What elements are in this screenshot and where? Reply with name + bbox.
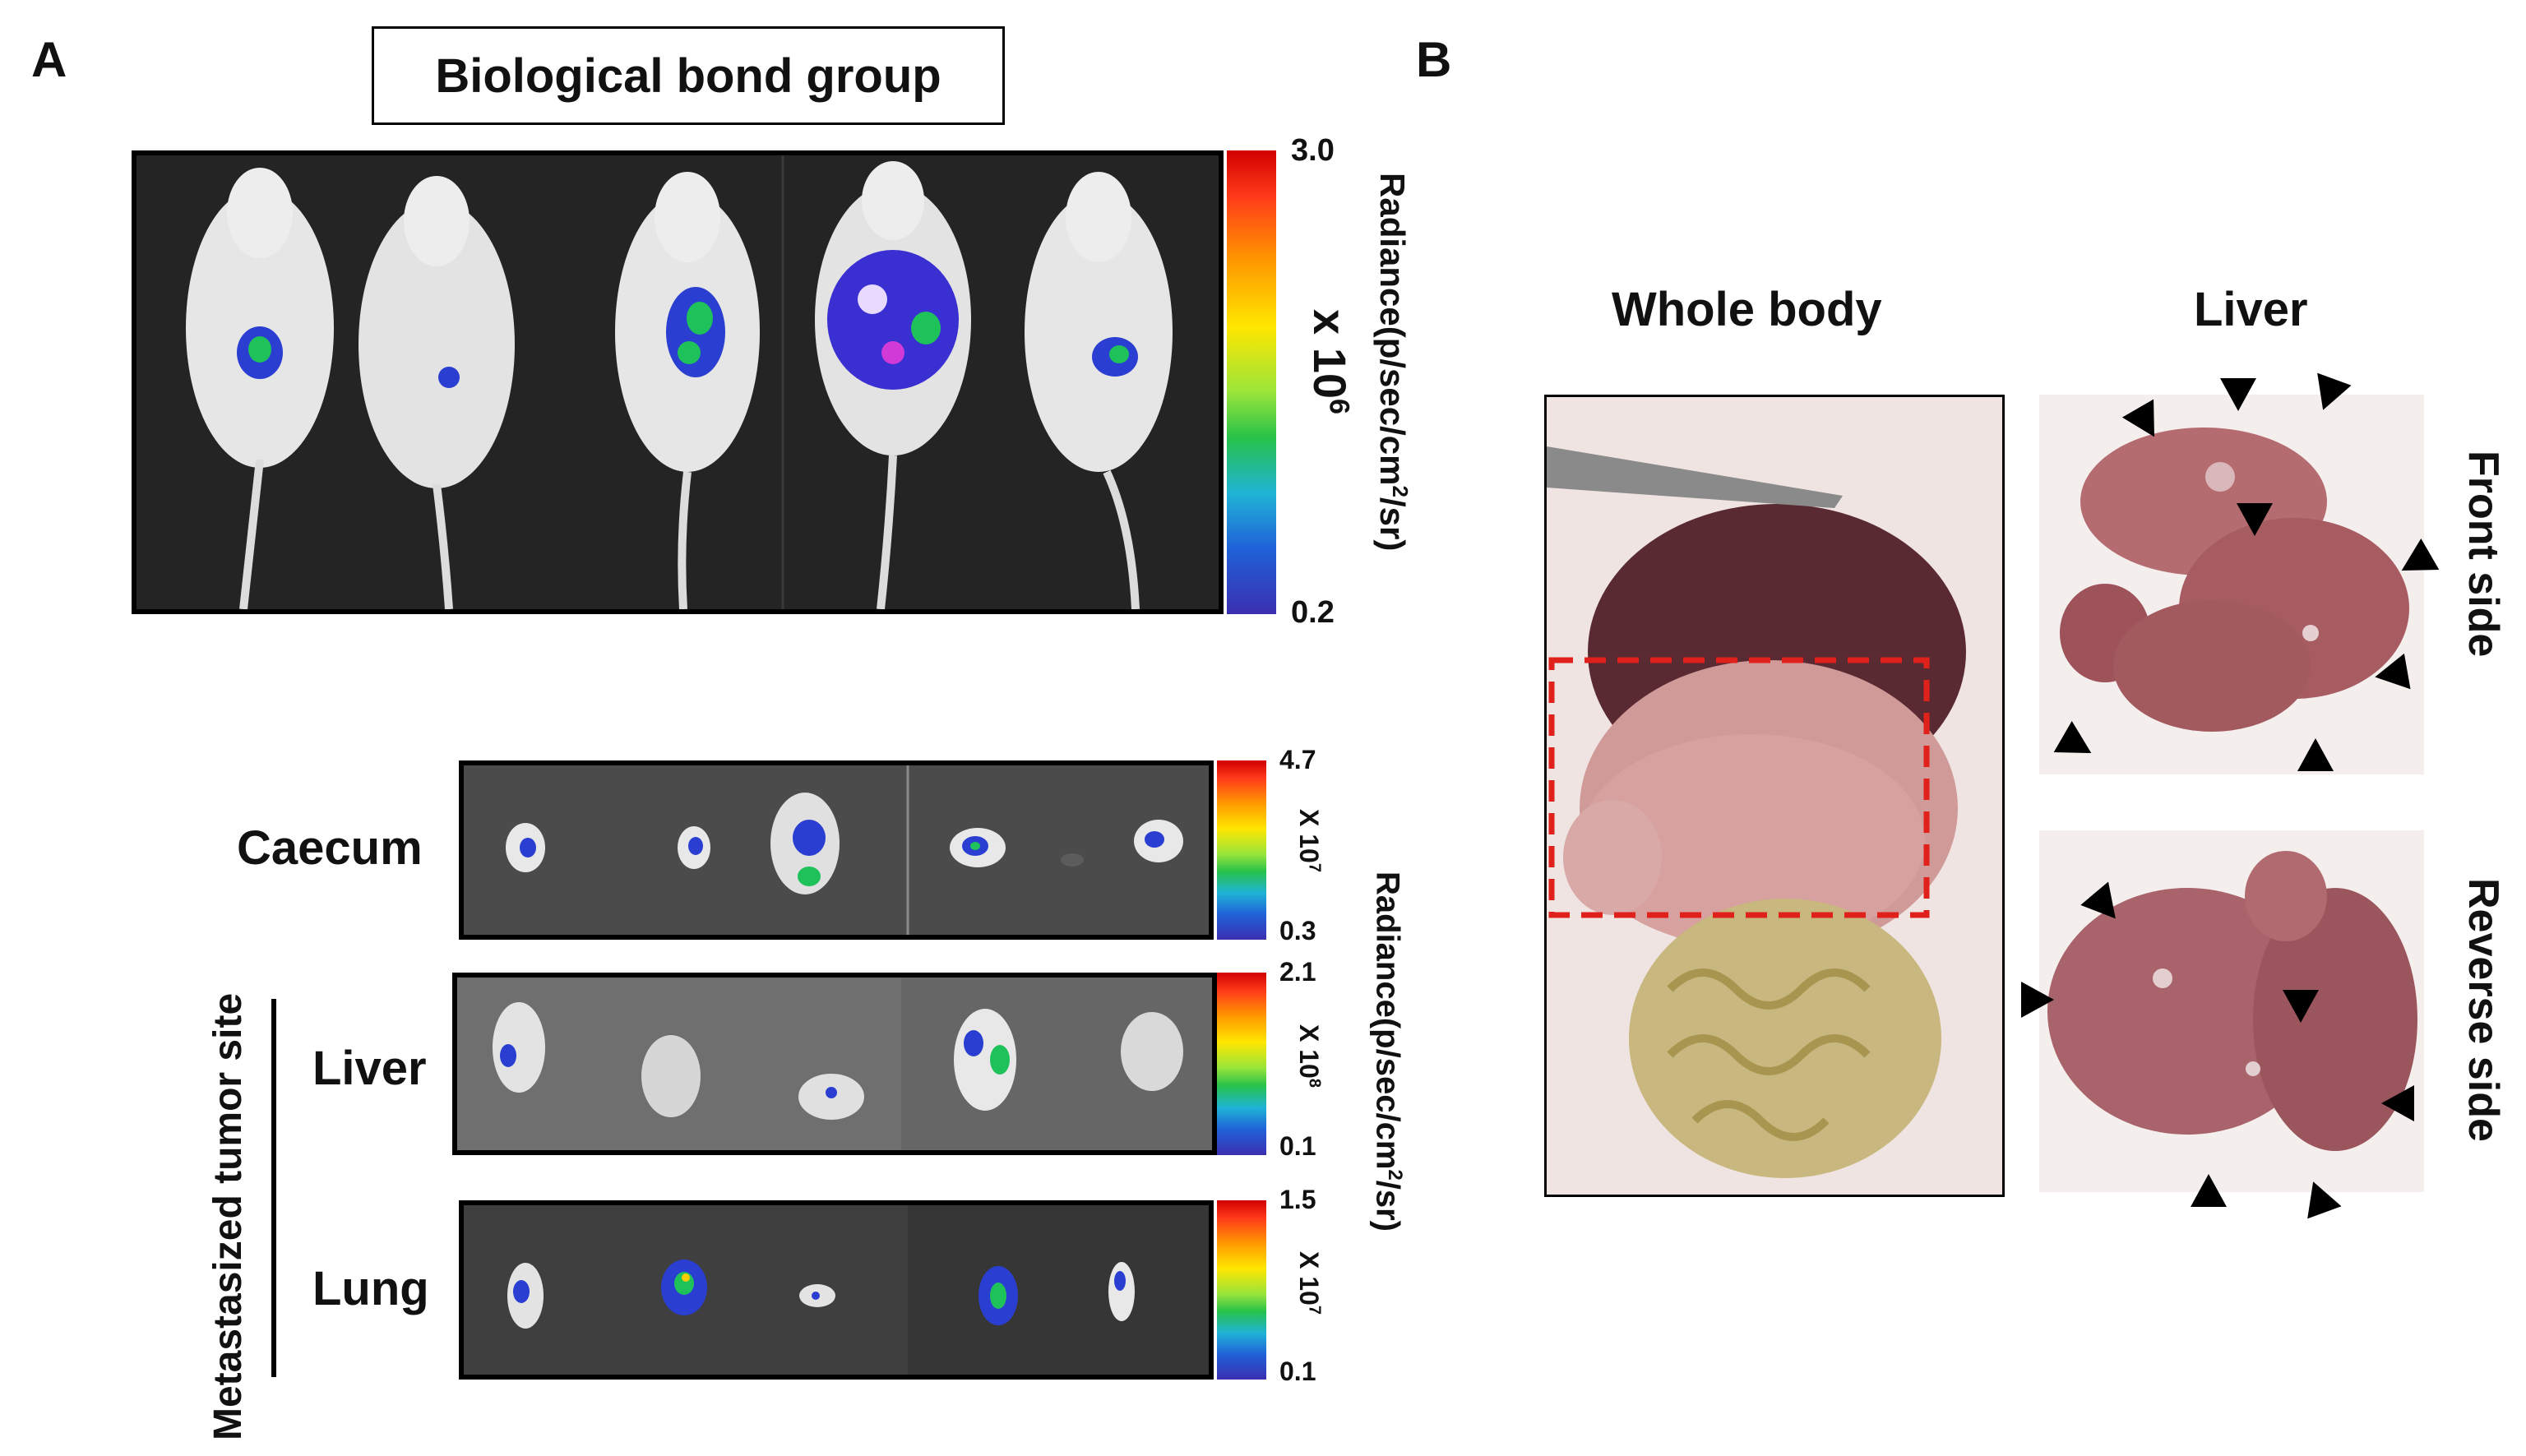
lung-multiplier: X 107 bbox=[1294, 1251, 1324, 1315]
arrowhead-icon bbox=[2381, 1085, 2414, 1121]
front-side-label: Front side bbox=[2459, 451, 2507, 658]
arrowhead-icon bbox=[2191, 1174, 2227, 1207]
liver-colorbar-max: 2.1 bbox=[1279, 957, 1316, 987]
panel-b-label: B bbox=[1416, 32, 1452, 87]
top-colorbar bbox=[1227, 150, 1276, 614]
mouse-1 bbox=[186, 168, 334, 609]
top-colorbar-min: 0.2 bbox=[1291, 595, 1335, 630]
caecum-label: Caecum bbox=[237, 821, 423, 875]
liver-front-photo bbox=[2039, 395, 2424, 774]
whole-body-heading: Whole body bbox=[1612, 283, 1882, 336]
arrowhead-icon bbox=[2283, 990, 2319, 1023]
metastasized-tumor-site-label: Metastasized tumor site bbox=[206, 992, 250, 1440]
panel-a-title: Biological bond group bbox=[372, 26, 1005, 125]
lung-label: Lung bbox=[312, 1262, 429, 1315]
forceps bbox=[1547, 446, 1843, 508]
mouse-3 bbox=[615, 172, 760, 609]
mouse-5 bbox=[1025, 172, 1173, 609]
top-colorbar-max: 3.0 bbox=[1291, 133, 1335, 168]
reverse-side-label: Reverse side bbox=[2459, 878, 2507, 1142]
arrowhead-icon bbox=[2371, 653, 2411, 696]
panel-a-label: A bbox=[31, 32, 67, 87]
bracket-line bbox=[271, 999, 276, 1377]
lung-specimens bbox=[507, 1260, 1135, 1329]
liver-luminescence-image bbox=[452, 973, 1217, 1155]
caecum-specimens bbox=[506, 793, 1183, 894]
mouse-4 bbox=[815, 161, 971, 609]
arrowhead-icon bbox=[2237, 503, 2273, 536]
arrowhead-icon bbox=[2021, 982, 2054, 1018]
caecum-colorbar-max: 4.7 bbox=[1279, 745, 1316, 774]
arrowhead-icon bbox=[2297, 738, 2334, 771]
mice-image bbox=[136, 155, 1219, 609]
organ-radiance-unit: Radiance(p/sec/cm2/sr) bbox=[1369, 871, 1406, 1232]
lung-colorbar-min: 0.1 bbox=[1279, 1357, 1316, 1386]
caecum-multiplier: X 107 bbox=[1294, 809, 1324, 872]
lung-colorbar-max: 1.5 bbox=[1279, 1185, 1316, 1214]
whole-body-photo bbox=[1544, 395, 2005, 1197]
liver-multiplier: X 108 bbox=[1294, 1024, 1324, 1088]
liver-label: Liver bbox=[312, 1042, 427, 1095]
lung-image bbox=[459, 1200, 1214, 1380]
caecum-image bbox=[459, 760, 1214, 940]
caecum-colorbar-min: 0.3 bbox=[1279, 916, 1316, 945]
liver-specimens bbox=[493, 1002, 1183, 1120]
top-multiplier: x 106 bbox=[1304, 309, 1356, 414]
liver-heading: Liver bbox=[2194, 283, 2308, 336]
lung-colorbar bbox=[1217, 1200, 1266, 1380]
whole-body-luminescence-image bbox=[132, 150, 1224, 614]
arrowhead-icon bbox=[2220, 378, 2256, 411]
liver-colorbar-min: 0.1 bbox=[1279, 1131, 1316, 1161]
liver-colorbar bbox=[1217, 973, 1266, 1155]
region-of-interest-box bbox=[1548, 657, 1930, 918]
mouse-2 bbox=[359, 176, 515, 609]
caecum-colorbar bbox=[1217, 760, 1266, 940]
liver-reverse-photo bbox=[2039, 830, 2424, 1192]
top-radiance-unit: Radiance(p/sec/cm2/sr) bbox=[1373, 173, 1413, 552]
